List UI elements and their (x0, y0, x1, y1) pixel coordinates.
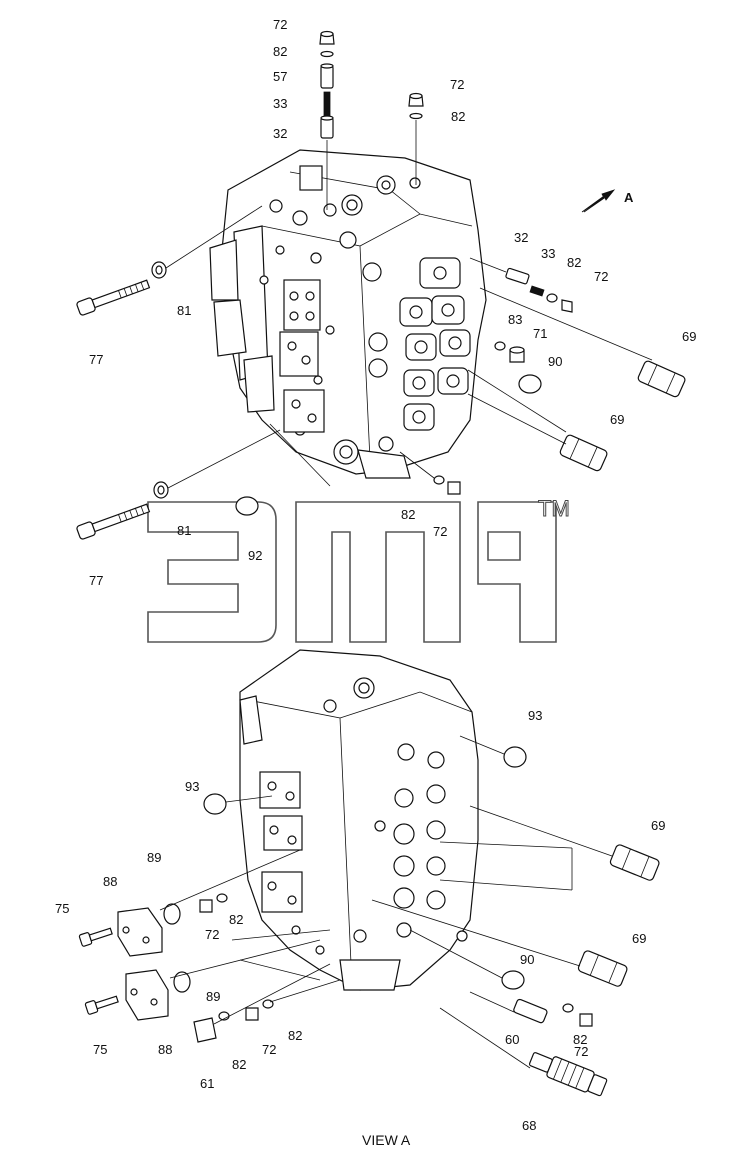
callout-75: 75 (55, 901, 69, 916)
callout-77: 77 (89, 573, 103, 588)
control-valve-top (209, 149, 487, 479)
callout-32: 32 (273, 126, 287, 141)
callout-82: 82 (567, 255, 581, 270)
callout-57: 57 (273, 69, 287, 84)
callout-68: 68 (522, 1118, 536, 1133)
callout-77: 77 (89, 352, 103, 367)
watermark-tm: TM (538, 496, 570, 521)
callout-82: 82 (288, 1028, 302, 1043)
callout-90: 90 (520, 952, 534, 967)
callout-90: 90 (548, 354, 562, 369)
view-arrow-label: A (624, 190, 634, 205)
callout-82: 82 (451, 109, 465, 124)
control-valve-view-a (239, 649, 479, 991)
callout-88: 88 (158, 1042, 172, 1057)
view-caption: VIEW A (362, 1132, 411, 1148)
callout-82: 82 (273, 44, 287, 59)
top-block-small-parts (76, 30, 686, 540)
callout-33: 33 (541, 246, 555, 261)
callout-83: 83 (508, 312, 522, 327)
callout-72: 72 (433, 524, 447, 539)
callout-69: 69 (682, 329, 696, 344)
callout-82: 82 (401, 507, 415, 522)
callout-82: 82 (573, 1032, 587, 1047)
callout-82: 82 (232, 1057, 246, 1072)
callout-72: 72 (205, 927, 219, 942)
callout-81: 81 (177, 523, 191, 538)
callout-75: 75 (93, 1042, 107, 1057)
callout-72: 72 (450, 77, 464, 92)
callout-88: 88 (103, 874, 117, 889)
callout-69: 69 (651, 818, 665, 833)
callout-72: 72 (574, 1044, 588, 1059)
callout-71: 71 (533, 326, 547, 341)
callout-33: 33 (273, 96, 287, 111)
callout-60: 60 (505, 1032, 519, 1047)
callout-72: 72 (262, 1042, 276, 1057)
part-callouts: 7282573332728232338272817783719069698272… (55, 17, 696, 1133)
callout-89: 89 (206, 989, 220, 1004)
callout-93: 93 (185, 779, 199, 794)
callout-93: 93 (528, 708, 542, 723)
callout-72: 72 (594, 269, 608, 284)
callout-92: 92 (248, 548, 262, 563)
callout-89: 89 (147, 850, 161, 865)
callout-81: 81 (177, 303, 191, 318)
view-a-small-parts (78, 735, 660, 1097)
callout-69: 69 (610, 412, 624, 427)
callout-72: 72 (273, 17, 287, 32)
callout-61: 61 (200, 1076, 214, 1091)
callout-82: 82 (229, 912, 243, 927)
callout-69: 69 (632, 931, 646, 946)
watermark-logo: TM (147, 496, 570, 643)
callout-32: 32 (514, 230, 528, 245)
